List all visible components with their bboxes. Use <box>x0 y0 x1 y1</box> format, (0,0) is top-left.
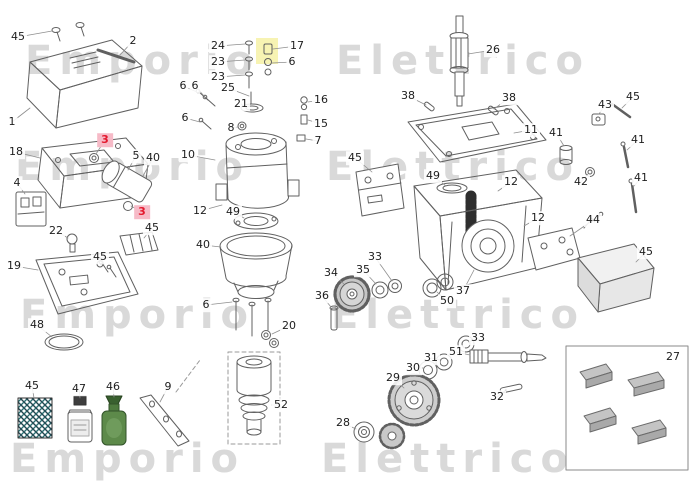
part-output-shaft-assembly <box>227 351 281 445</box>
part-gearmotor-body <box>215 132 300 209</box>
part-oring-gasket <box>44 333 84 351</box>
part-motor-unit <box>89 153 153 211</box>
part-base-screws <box>98 259 117 278</box>
part-bearing-rings <box>422 273 454 298</box>
part-mounting-bracket <box>139 394 190 447</box>
part-release-cover <box>577 243 655 313</box>
part-cap <box>237 121 247 131</box>
part-worm-shaft <box>469 349 547 364</box>
part-grease-bottle <box>101 395 127 446</box>
part-main-housing <box>413 169 543 291</box>
part-cover-housing <box>26 39 143 129</box>
part-switch-module <box>15 191 47 227</box>
part-gear-washers <box>371 279 402 299</box>
part-seal-ring <box>240 103 264 113</box>
part-washers <box>261 330 279 348</box>
part-cover-screws <box>51 22 85 42</box>
part-bearing-28 <box>353 421 406 450</box>
part-flange-ring <box>233 212 279 230</box>
part-pushbutton <box>66 233 78 253</box>
part-bearings-30-31 <box>418 353 453 380</box>
part-top-fasteners <box>245 40 273 105</box>
part-pivot-pin <box>329 305 339 331</box>
part-breather-fittings <box>296 96 308 142</box>
part-gear-pulley <box>333 275 371 313</box>
highlight-marks <box>256 38 278 64</box>
part-bell-housing <box>219 232 293 299</box>
leader-lines <box>11 30 647 430</box>
part-roller-group <box>559 102 638 214</box>
part-oil-bottle <box>67 395 93 443</box>
part-foam-pad <box>17 397 53 439</box>
part-main-gear <box>387 373 441 427</box>
part-stud-bolts <box>232 297 272 337</box>
inset-box <box>565 345 689 471</box>
part-drive-shaft <box>449 15 469 107</box>
part-release-rod <box>96 48 136 64</box>
part-top-plate <box>407 103 547 163</box>
part-terminal-block <box>119 231 159 256</box>
construction-lines <box>175 359 201 393</box>
part-side-bracket <box>355 163 405 217</box>
part-flange-ring-2 <box>436 182 468 194</box>
part-base-plate <box>35 251 139 315</box>
part-side-screws <box>195 88 216 130</box>
